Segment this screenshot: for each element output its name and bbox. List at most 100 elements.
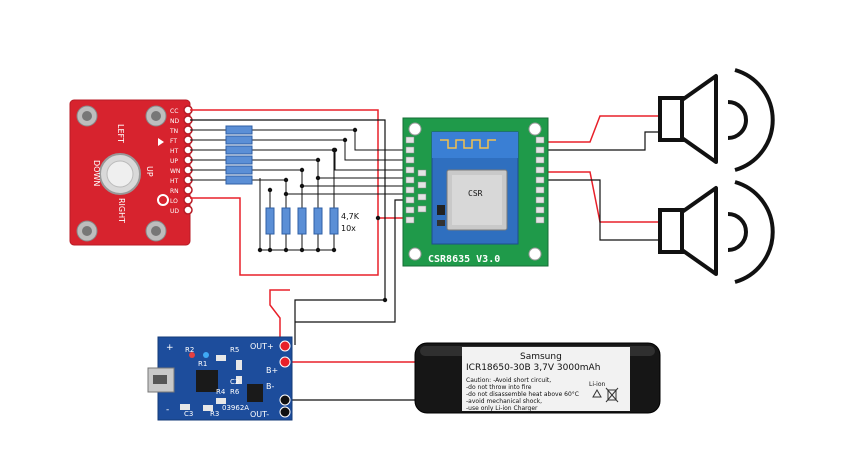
bt-pad-left [405,156,415,164]
joystick-pin [183,185,193,195]
joystick-pin-label: ND [170,118,179,125]
bt-pad-inner [417,193,427,201]
wire-red-speaker-bot [540,171,660,223]
junction-dot [299,167,305,173]
junction-dot [375,215,381,221]
resistor-horizontal [225,125,253,135]
part-r1: R1 [198,360,207,368]
pad-out-minus [279,406,291,418]
wire-black-speaker-bot [540,179,660,241]
junction-dot [331,247,337,253]
bt-pad-inner [417,181,427,189]
charger-code: 03962A [222,404,249,412]
joystick-pin-label: WN [170,168,180,175]
resistor-horizontal [225,165,253,175]
joystick-board: LEFT UP DOWN RIGHT CCNDTNFTHTUPWNHTRNLOU… [69,99,193,246]
part-c3: C3 [184,410,193,418]
joystick-pin-label: HT [170,148,179,155]
wire-signal-4 [190,159,405,179]
label-up: UP [145,166,154,177]
wires [190,109,660,401]
part-r6: R6 [230,388,240,396]
bt-pad-right [535,166,545,174]
junction-dot [352,127,358,133]
joystick-pin-label: UD [170,208,179,215]
pin-b-minus: B- [266,382,274,391]
joystick-pin-label: UP [170,158,178,165]
arrow-icon [158,138,164,146]
part-r3: R3 [210,410,219,418]
speaker-bottom-wave-1 [727,212,748,252]
junction-dot [283,177,289,183]
resistor-array [225,125,339,235]
resistor-vertical [297,207,307,235]
battery-chem-tag: Li-ion [589,381,606,388]
wire-signal-6 [190,179,405,195]
junction-dot [283,191,289,197]
charger-minus: - [166,405,169,415]
bt-pin-pads [405,136,545,224]
pad-b-plus [279,356,291,368]
junction-dot [257,247,263,253]
part-c2: C2 [230,378,239,386]
resistor-horizontal [225,145,253,155]
resistor-horizontal [225,135,253,145]
bt-pad-right [535,206,545,214]
speaker-bottom [658,180,775,284]
junction-dot [342,137,348,143]
joystick-pin-label: LO [170,198,178,205]
pin-out-plus: OUT+ [250,342,274,351]
joystick-pin-label: TN [169,128,178,135]
bt-module: CSR CSR8635 V3.0 [402,117,549,267]
resistor-vertical [281,207,291,235]
joystick-button [99,153,141,195]
wire-red-speaker-top [540,115,660,143]
bt-pad-left [405,216,415,224]
pad-b-minus [279,394,291,406]
battery-caution-5: -use only Li-ion Charger [466,405,538,412]
bt-pad-right [535,136,545,144]
label-left: LEFT [116,124,125,143]
pad-out-plus [279,340,291,352]
speaker-bottom-cone [680,186,718,276]
junction-dot [299,247,305,253]
junction-dot [315,247,321,253]
part-r5: R5 [230,346,239,354]
resistor-vertical [329,207,339,235]
resistor-horizontal [225,155,253,165]
part-r2: R2 [185,346,194,354]
battery-caution-3: -do not disassemble heat above 60°C [466,391,579,398]
battery: Samsung ICR18650-30B 3,7V 3000mAh Cautio… [414,342,661,414]
bin-icon [605,387,619,403]
resistor-vertical [313,207,323,235]
junction-dot [267,187,273,193]
speaker-top-body [658,96,684,142]
wire-black-bt-gnd [295,199,405,323]
charger-plus: + [166,343,174,353]
junction-dot [299,183,305,189]
bt-pad-left [405,166,415,174]
bt-pad-left [405,176,415,184]
resistor-vertical [265,207,275,235]
resistor-horizontal [225,175,253,185]
bt-pad-right [535,146,545,154]
battery-caution-4: -avoid mechanical shock, [466,398,542,405]
wire-red-joystick-vcc [190,109,379,276]
wire-black-speaker-top [540,131,660,151]
bt-pad-right [535,176,545,184]
bt-pad-left [405,186,415,194]
junction-dot [315,157,321,163]
part-r4: R4 [216,388,226,396]
battery-model: ICR18650-30B 3,7V 3000mAh [466,363,600,373]
battery-caution-1: Caution: -Avoid short circuit, [466,377,551,384]
bt-pad-inner [417,205,427,213]
junction-dot [331,147,337,153]
speaker-top-wave-2 [734,68,775,172]
resistor-value-label: 4,7K [341,212,360,221]
chip-label: CSR [468,189,483,198]
protection-ic [247,384,263,402]
bt-pad-left [405,196,415,204]
resistor-count-label: 10x [341,224,356,233]
battery-label [462,347,630,411]
